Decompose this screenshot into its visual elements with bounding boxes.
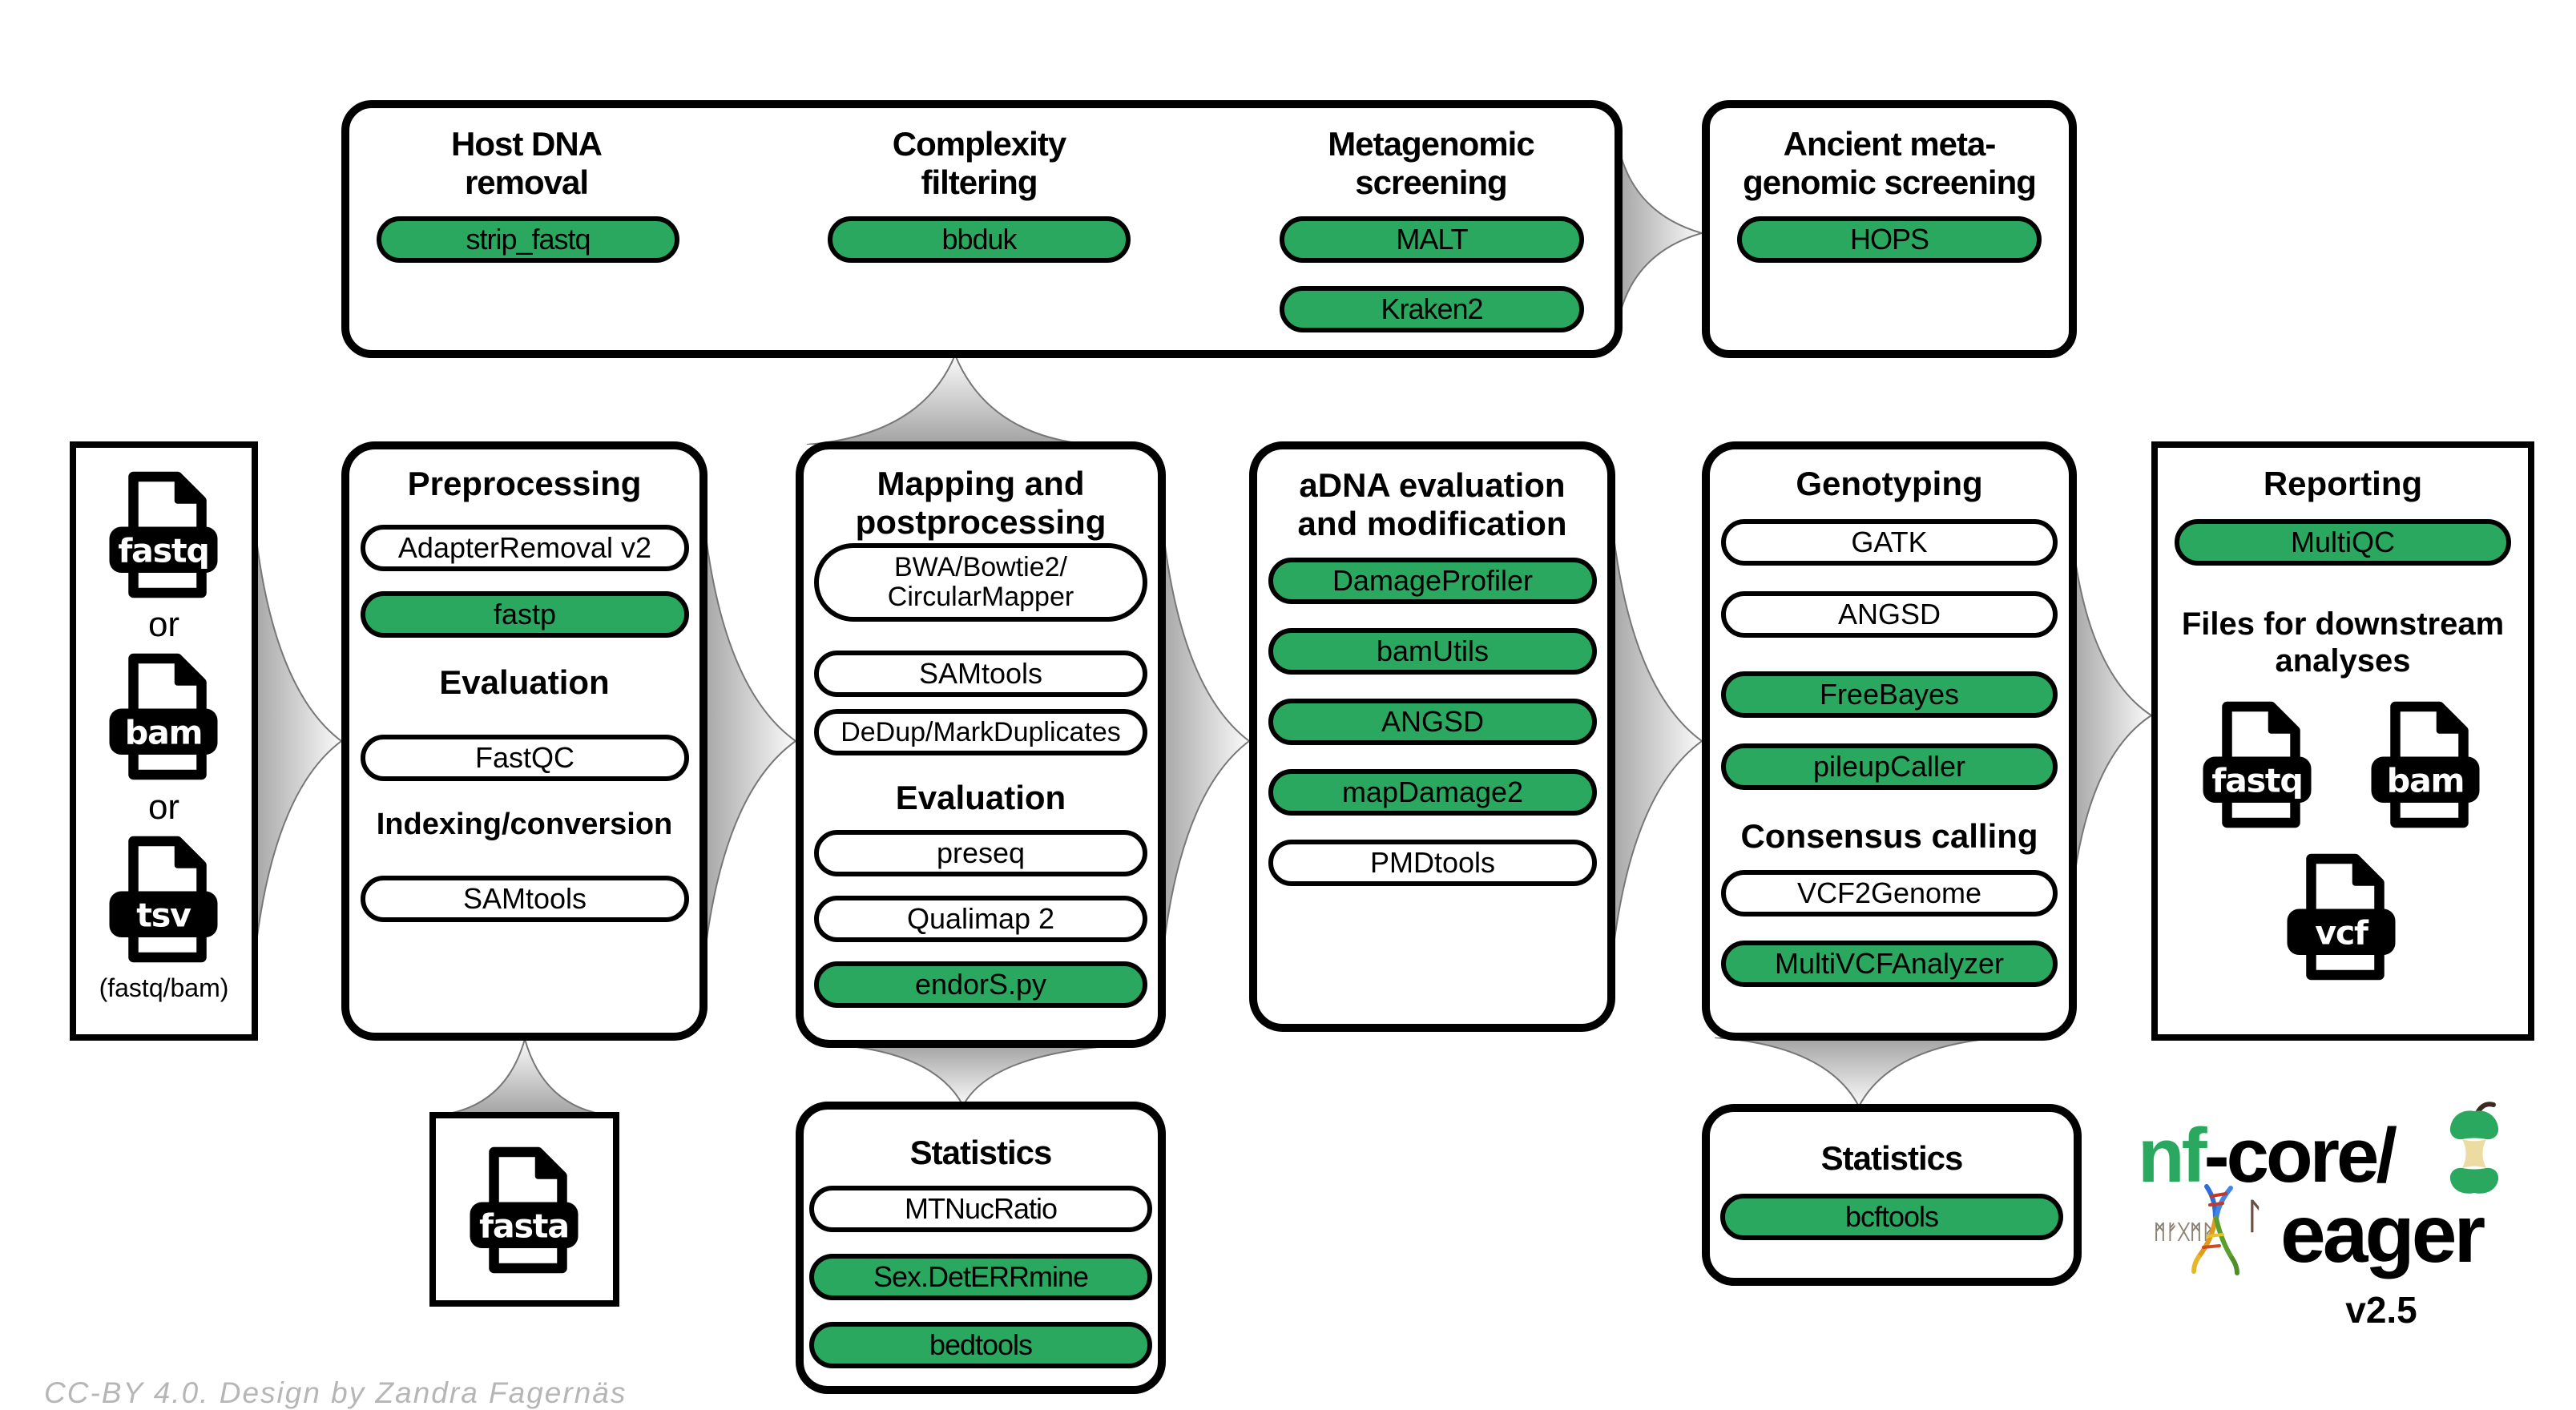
tool-pill-bamutils: bamUtils: [1268, 628, 1597, 675]
flow-arrow-genotyping-to-reporting: [2069, 499, 2151, 932]
file-icon-vcf-output: vcf: [2287, 853, 2396, 981]
tool-pill-pileupcaller: pileupCaller: [1721, 743, 2058, 790]
metagenomic-screening-title: Metagenomic screening: [1328, 125, 1534, 202]
tool-pill-bwa-bowtie2-circularmapper: BWA/Bowtie2/ CircularMapper: [814, 543, 1147, 622]
file-icon-fastq-output: fastq: [2203, 701, 2312, 828]
runes-text: ᛗᚠᚷᛗᚱ: [2154, 1221, 2215, 1243]
file-icon-label: tsv: [136, 896, 191, 934]
tool-pill-fastp: fastp: [361, 591, 689, 638]
tool-pill-vcf2genome: VCF2Genome: [1721, 870, 2058, 916]
logo-version: v2.5: [2345, 1289, 2417, 1331]
tool-pill-samtools-mapping: SAMtools: [814, 651, 1147, 697]
input-caption: (fastq/bam): [99, 973, 229, 1002]
flow-arrow-preprocessing-to-mapping: [699, 466, 796, 1016]
flow-arrow-mapping-to-adna: [1158, 466, 1249, 1016]
statistics-mapping-title: Statistics: [909, 1134, 1053, 1171]
preprocessing-evaluation-title: Evaluation: [439, 663, 610, 701]
rune-l-text: ᛚ: [2243, 1197, 2265, 1236]
tool-pill-gatk: GATK: [1721, 519, 2058, 566]
file-icon-label: fasta: [479, 1207, 569, 1245]
flow-arrow-genotyping-to-statistics: [1715, 1037, 2003, 1106]
downstream-files-title: Files for downstream analyses: [2181, 606, 2505, 679]
file-icon-tsv: tsv: [109, 836, 218, 963]
tool-pill-multiqc: MultiQC: [2175, 519, 2511, 566]
adna-title: aDNA evaluation and modification: [1297, 466, 1567, 543]
file-icon-label: bam: [2387, 761, 2465, 800]
tool-pill-dedup-markduplicates: DeDup/MarkDuplicates: [814, 709, 1147, 755]
license-credit-text: CC-BY 4.0. Design by Zandra Fagernäs: [44, 1376, 627, 1409]
file-icon-label: fastq: [118, 531, 208, 570]
ancient-screening-title: Ancient meta- genomic screening: [1743, 125, 2037, 202]
tool-pill-samtools-indexing: SAMtools: [361, 876, 689, 922]
mapping-evaluation-title: Evaluation: [895, 779, 1066, 816]
tool-pill-malt: MALT: [1280, 216, 1584, 263]
tool-pill-sexdeterrmine: Sex.DetERRmine: [809, 1254, 1152, 1300]
tool-pill-qualimap2: Qualimap 2: [814, 896, 1147, 942]
flow-arrow-mapping-to-screening: [807, 355, 1090, 445]
file-icon-label: bam: [125, 713, 203, 751]
tool-pill-freebayes: FreeBayes: [1721, 671, 2058, 718]
logo-nf-text: nf: [2138, 1113, 2207, 1198]
reporting-title: Reporting: [2263, 465, 2423, 502]
preprocessing-title: Preprocessing: [407, 465, 642, 502]
tool-pill-bbduk: bbduk: [828, 216, 1131, 263]
tool-pill-angsd-adna: ANGSD: [1268, 699, 1597, 745]
tool-pill-mtnucratio: MTNucRatio: [809, 1186, 1152, 1232]
indexing-conversion-title: Indexing/conversion: [376, 808, 673, 841]
or-separator-2: or: [147, 788, 180, 827]
file-icon-bam: bam: [109, 653, 218, 780]
tool-pill-strip-fastq: strip_fastq: [377, 216, 679, 263]
tool-pill-mapdamage2: mapDamage2: [1268, 769, 1597, 816]
tool-pill-angsd-genotyping: ANGSD: [1721, 591, 2058, 638]
file-icon-fasta: fasta: [470, 1146, 578, 1274]
logo-line-nfcore: nf-core/: [2138, 1112, 2397, 1200]
logo-pipeline-name: eager: [2280, 1188, 2485, 1279]
flow-arrow-screening-to-ancient: [1616, 133, 1702, 333]
tool-pill-damageprofiler: DamageProfiler: [1268, 558, 1597, 604]
tool-pill-fastqc: FastQC: [361, 735, 689, 781]
apple-core-icon: [2449, 1102, 2499, 1194]
tool-pill-endors-py: endorS.py: [814, 961, 1147, 1008]
statistics-genotyping-title: Statistics: [1820, 1139, 1964, 1177]
flow-arrow-adna-to-genotyping: [1607, 466, 1702, 1016]
logo-core-text: -core/: [2203, 1113, 2397, 1198]
flow-arrow-input-to-preprocessing: [250, 466, 341, 1016]
dna-helix-icon: [2191, 1184, 2239, 1275]
tool-pill-bcftools: bcftools: [1720, 1194, 2063, 1240]
file-icon-fastq: fastq: [109, 471, 218, 598]
tool-pill-preseq: preseq: [814, 830, 1147, 876]
consensus-calling-title: Consensus calling: [1740, 817, 2038, 855]
tool-pill-multivcfanalyzer: MultiVCFAnalyzer: [1721, 941, 2058, 987]
host-dna-removal-title: Host DNA removal: [451, 125, 603, 202]
tool-pill-bedtools: bedtools: [809, 1322, 1152, 1368]
file-icon-label: fastq: [2211, 761, 2302, 800]
mapping-title: Mapping and postprocessing: [855, 465, 1107, 542]
tool-pill-kraken2: Kraken2: [1280, 286, 1584, 332]
tool-pill-adapterremoval: AdapterRemoval v2: [361, 525, 689, 571]
tool-pill-hops: HOPS: [1737, 216, 2042, 263]
flow-arrow-fasta-to-preprocessing: [439, 1039, 609, 1115]
tool-pill-pmdtools: PMDtools: [1268, 840, 1597, 886]
file-icon-label: vcf: [2315, 913, 2369, 952]
complexity-filtering-title: Complexity filtering: [892, 125, 1066, 202]
or-separator-1: or: [147, 605, 180, 644]
flow-arrow-mapping-to-statistics: [833, 1045, 1130, 1106]
file-icon-bam-output: bam: [2371, 701, 2480, 828]
genotyping-title: Genotyping: [1796, 465, 1983, 502]
